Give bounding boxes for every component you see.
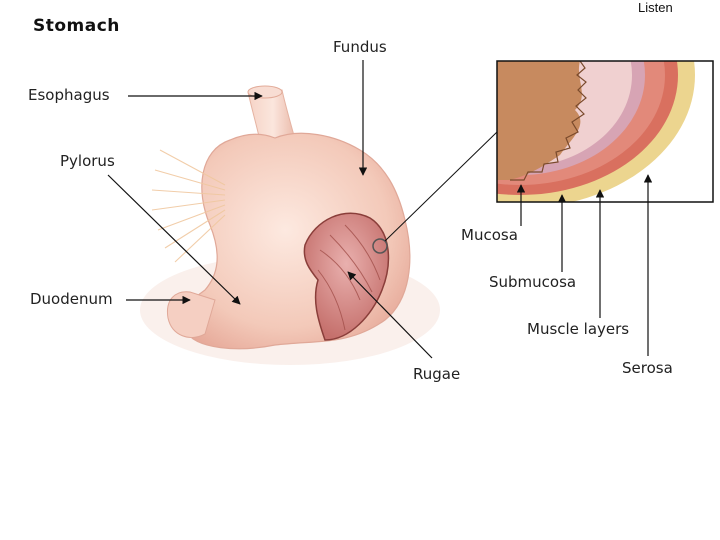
inset-connector-top: [385, 132, 497, 241]
label-submucosa: Submucosa: [489, 273, 576, 291]
layers-inset: [345, 0, 713, 208]
label-mucosa: Mucosa: [461, 226, 518, 244]
label-pylorus: Pylorus: [60, 152, 115, 170]
label-serosa: Serosa: [622, 359, 673, 377]
label-esophagus: Esophagus: [28, 86, 110, 104]
label-fundus: Fundus: [333, 38, 387, 56]
label-rugae: Rugae: [413, 365, 460, 383]
label-muscle-layers: Muscle layers: [527, 320, 629, 338]
label-duodenum: Duodenum: [30, 290, 113, 308]
